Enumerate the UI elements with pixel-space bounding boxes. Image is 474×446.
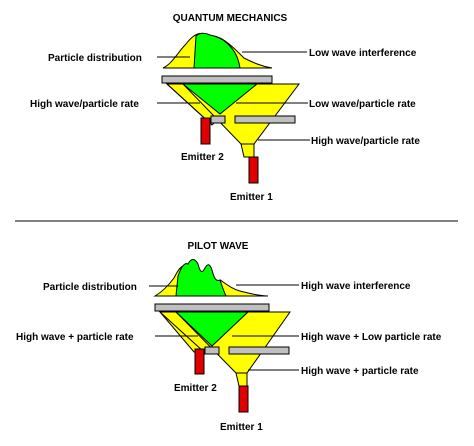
- emitter-1-stem: [235, 372, 248, 387]
- detection-screen: [161, 75, 273, 84]
- upper-barrier-right: [228, 346, 290, 355]
- emitter-2: [200, 117, 211, 145]
- label-emitter-2: Emitter 2: [181, 152, 224, 163]
- label-particle-distribution: Particle distribution: [48, 53, 142, 64]
- interference-region: [175, 259, 227, 297]
- emitter-1-stem: [240, 143, 255, 158]
- quantum-mechanics-panel: QUANTUM MECHANICS Particle distribution …: [30, 13, 420, 203]
- label-emitter-1: Emitter 1: [230, 192, 273, 203]
- label-right-rate-upper: High wave + Low particle rate: [301, 332, 442, 343]
- pilot-wave-panel: PILOT WAVE Particle distribution High wa…: [16, 241, 442, 433]
- upper-barrier-left: [210, 115, 226, 124]
- cone-overlap-region: [181, 83, 259, 115]
- label-right-rate-upper: Low wave/particle rate: [309, 99, 416, 110]
- label-interference: High wave interference: [301, 281, 411, 292]
- emitter-2-cone-outline: [159, 311, 205, 353]
- emitter-1: [248, 156, 259, 184]
- quantum-mechanics-title: QUANTUM MECHANICS: [173, 13, 288, 24]
- label-emitter-1: Emitter 1: [220, 422, 263, 433]
- label-interference: Low wave interference: [309, 48, 417, 59]
- label-left-rate: High wave/particle rate: [30, 99, 139, 110]
- label-left-rate: High wave + particle rate: [16, 332, 134, 343]
- emitter-2: [194, 348, 205, 375]
- detection-screen: [154, 303, 270, 312]
- label-emitter-2: Emitter 2: [174, 383, 217, 394]
- emitter-1: [238, 385, 249, 413]
- interference-region: [193, 32, 241, 69]
- upper-barrier-left: [204, 346, 220, 355]
- label-right-rate-lower: High wave/particle rate: [311, 136, 420, 147]
- label-right-rate-lower: High wave + particle rate: [301, 366, 419, 377]
- cone-overlap-region: [174, 311, 250, 347]
- label-particle-distribution: Particle distribution: [43, 282, 137, 293]
- upper-barrier-right: [234, 115, 296, 124]
- pilot-wave-title: PILOT WAVE: [188, 241, 249, 252]
